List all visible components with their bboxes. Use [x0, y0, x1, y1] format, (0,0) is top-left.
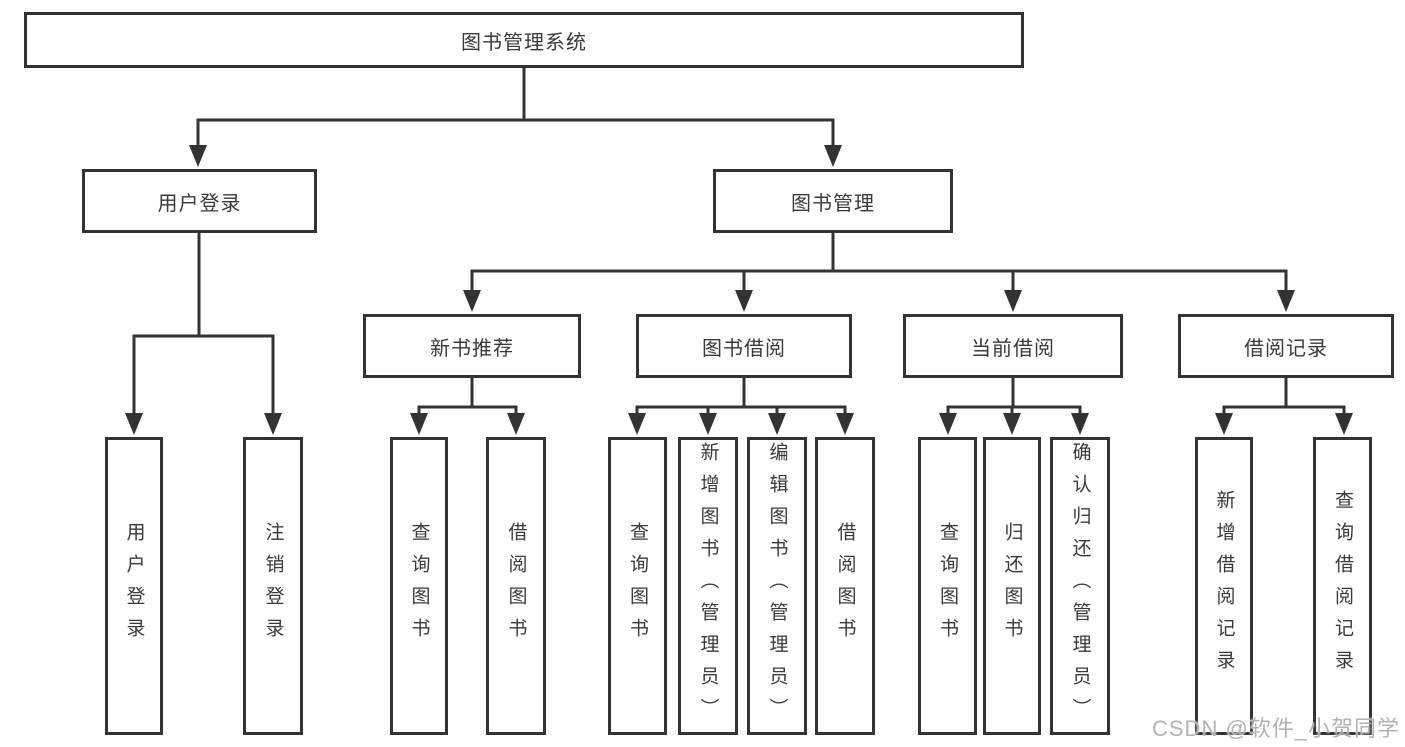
- leaf-label: 新增图书（管理员）: [697, 442, 719, 730]
- leaf-label: 查询图书: [627, 522, 648, 650]
- leaf-logout: 注销登录: [243, 437, 303, 735]
- node-book-borrow: 图书借阅: [636, 314, 852, 378]
- node-library-system: 图书管理系统: [24, 12, 1024, 68]
- leaf-borrow-books: 借阅图书: [815, 437, 875, 735]
- leaf-label: 注销登录: [262, 522, 284, 650]
- arrowheads-borrow-records: [1215, 413, 1353, 435]
- connector-user-login-to-leaves: [132, 233, 275, 420]
- leaf-label: 查询借阅记录: [1332, 490, 1353, 682]
- node-borrow-records: 借阅记录: [1178, 314, 1394, 378]
- leaf-label: 借阅图书: [834, 522, 856, 650]
- leaf-user-login: 用户登录: [105, 437, 163, 735]
- leaf-return-books: 归还图书: [983, 437, 1041, 735]
- arrowheads-book-borrow: [628, 413, 854, 435]
- leaf-add-borrow-record: 新增借阅记录: [1195, 437, 1253, 735]
- leaf-label: 确认归还（管理员）: [1069, 442, 1091, 730]
- arrowheads-level3: [463, 290, 1295, 312]
- arrowheads-user-login-leaves: [125, 413, 282, 435]
- node-current-borrow: 当前借阅: [903, 314, 1123, 378]
- leaf-query-books-borrow: 查询图书: [608, 437, 667, 735]
- arrowheads-current-borrow: [939, 413, 1089, 435]
- leaf-confirm-return-admin: 确认归还（管理员）: [1050, 437, 1110, 735]
- leaf-label: 新增借阅记录: [1213, 490, 1235, 682]
- leaf-add-books-admin: 新增图书（管理员）: [678, 437, 738, 735]
- connector-root-to-level2: [196, 68, 835, 152]
- node-user-login: 用户登录: [82, 169, 317, 233]
- connector-book-borrow-to-leaves: [635, 378, 847, 420]
- leaf-label: 编辑图书（管理员）: [766, 442, 788, 730]
- arrowheads-root-to-level2: [189, 145, 842, 167]
- leaf-borrow-books-recommend: 借阅图书: [486, 437, 546, 735]
- node-book-management: 图书管理: [713, 169, 953, 233]
- connector-new-book-recommend-to-leaves: [417, 378, 518, 420]
- leaf-label: 用户登录: [123, 522, 145, 650]
- leaf-query-borrow-record: 查询借阅记录: [1313, 437, 1372, 735]
- leaf-label: 借阅图书: [505, 522, 527, 650]
- connector-book-management-to-level3: [470, 233, 1288, 296]
- leaf-edit-books-admin: 编辑图书（管理员）: [747, 437, 807, 735]
- csdn-watermark: CSDN @软件_小贺同学: [1152, 716, 1401, 741]
- arrowheads-new-book-recommend: [410, 413, 525, 435]
- connector-borrow-records-to-leaves: [1222, 378, 1346, 420]
- leaf-query-books-current: 查询图书: [918, 437, 977, 735]
- leaf-label: 归还图书: [1001, 522, 1023, 650]
- leaf-label: 查询图书: [408, 522, 430, 650]
- leaf-query-books-recommend: 查询图书: [390, 437, 448, 735]
- node-new-book-recommend: 新书推荐: [363, 314, 581, 378]
- leaf-label: 查询图书: [937, 522, 958, 650]
